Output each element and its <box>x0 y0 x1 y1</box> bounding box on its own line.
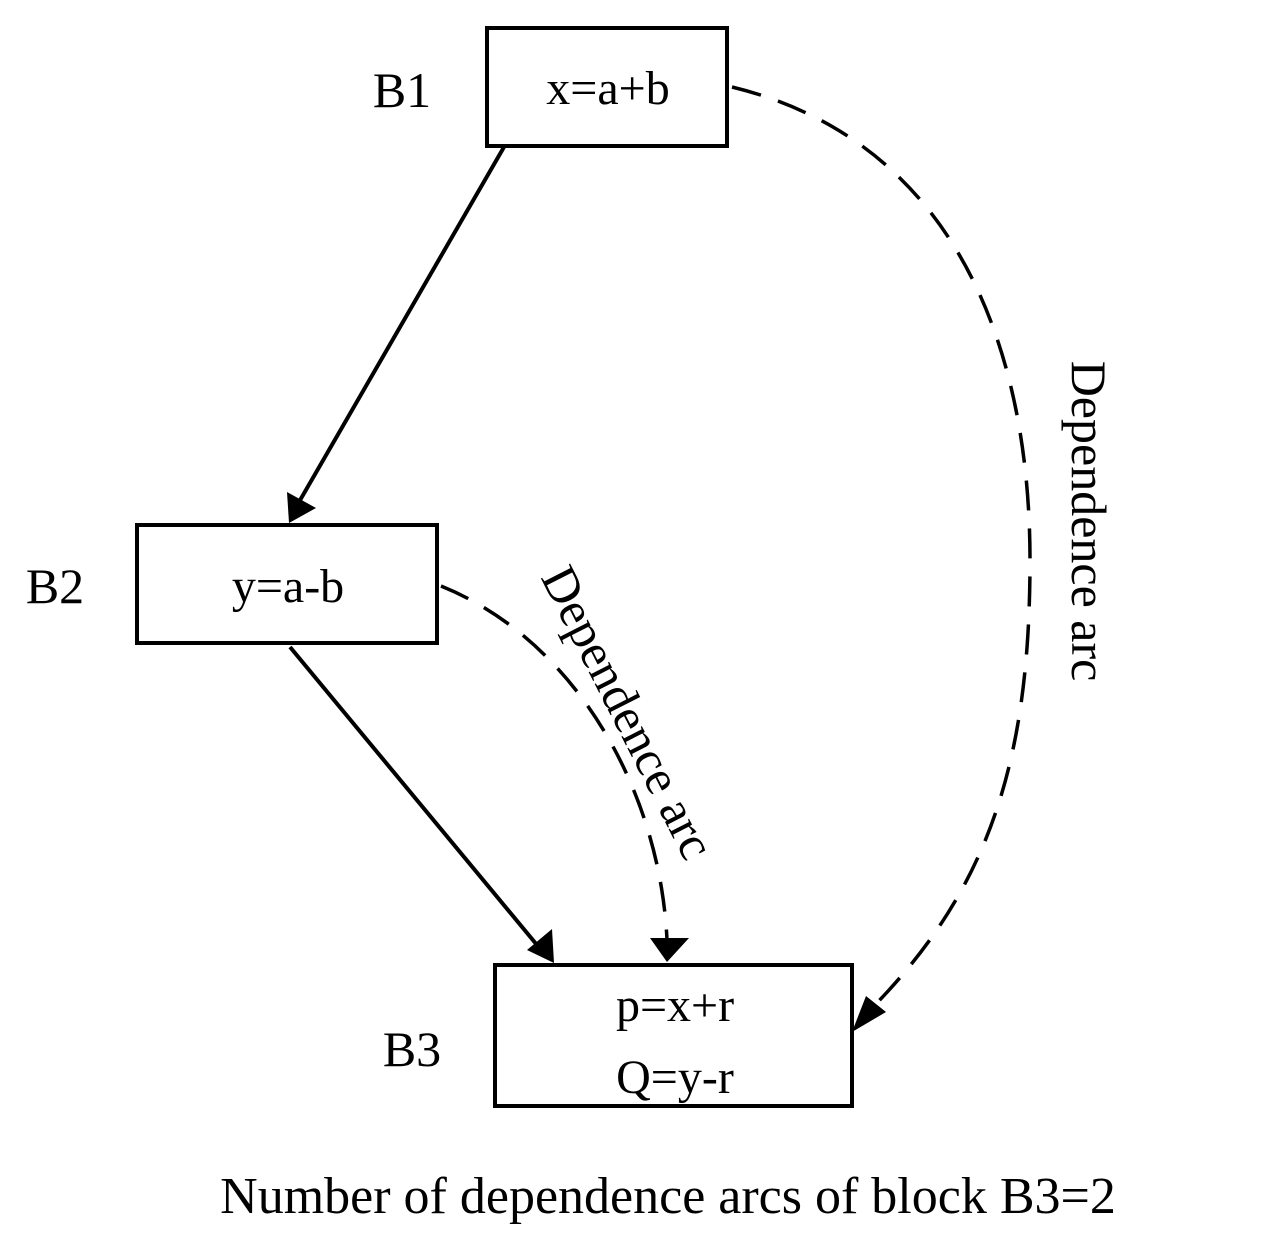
control-edge-b2-b3-line <box>288 645 539 947</box>
control-edge-b1-b2-line <box>297 145 506 504</box>
dependence-arc-b2-b3-path <box>440 584 669 941</box>
dependence-arc-b1-b3-path <box>731 85 1032 1014</box>
block-b2-box <box>135 523 439 645</box>
diagram-caption: Number of dependence arcs of block B3=2 <box>220 1168 1116 1225</box>
block-b1-statement: x=a+b <box>546 62 669 115</box>
block-b3-box <box>493 963 854 1108</box>
block-b3-statement-2: Q=y-r <box>616 1051 734 1104</box>
control-edge-b1-b2 <box>287 145 506 523</box>
control-edge-b2-b3-arrowhead <box>527 929 554 963</box>
control-edge-b1-b2-arrowhead <box>287 492 316 523</box>
block-b2-label: B2 <box>26 558 84 614</box>
control-edge-b2-b3 <box>288 645 554 963</box>
block-b1-label: B1 <box>373 62 431 118</box>
dependence-arc-b1-b3: Dependence arc <box>731 85 1117 1032</box>
block-b2-statement: y=a-b <box>232 560 344 613</box>
dependence-arc-b2-b3-label: Dependence arc <box>530 557 725 868</box>
dependence-arc-b1-b3-label: Dependence arc <box>1061 361 1117 682</box>
block-b3: B3 p=x+r Q=y-r <box>383 963 854 1108</box>
dependence-arc-b2-b3: Dependence arc <box>440 557 726 962</box>
block-b2: B2 y=a-b <box>26 523 439 645</box>
block-b3-statement-1: p=x+r <box>616 979 734 1032</box>
dependence-arc-b1-b3-arrowhead <box>852 996 886 1032</box>
block-b1: B1 x=a+b <box>373 26 729 148</box>
block-b3-label: B3 <box>383 1021 441 1077</box>
dependence-arc-b2-b3-arrowhead <box>650 938 689 962</box>
block-b1-box <box>485 26 729 148</box>
